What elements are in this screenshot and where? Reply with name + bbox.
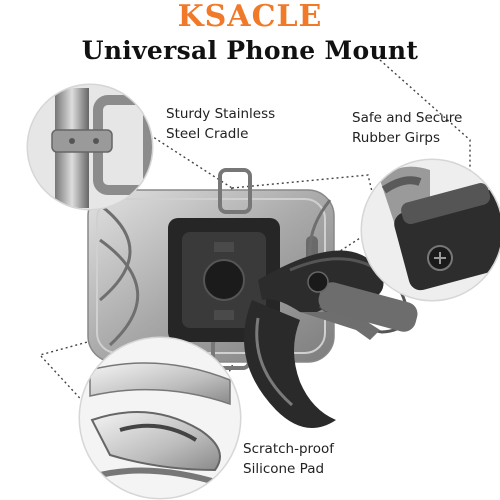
rubber-grip-closeup bbox=[360, 158, 500, 302]
callout-rubber: Safe and Secure Rubber Girps bbox=[352, 108, 462, 148]
callout-rubber-line1: Safe and Secure bbox=[352, 110, 463, 126]
callout-pad-line2: Silicone Pad bbox=[243, 461, 325, 477]
callout-rubber-line2: Rubber Girps bbox=[352, 130, 440, 146]
silicone-pad-closeup bbox=[78, 336, 242, 500]
brand-title: KSACLE bbox=[177, 0, 323, 34]
callout-cradle: Sturdy Stainless Steel Cradle bbox=[166, 104, 275, 144]
callout-cradle-line2: Steel Cradle bbox=[166, 126, 249, 142]
handlebar-clamp bbox=[244, 250, 418, 428]
callout-pad-line1: Scratch-proof bbox=[243, 441, 335, 457]
callout-cradle-line1: Sturdy Stainless bbox=[166, 106, 276, 122]
callout-pad: Scratch-proof Silicone Pad bbox=[243, 439, 334, 479]
product-headline: Universal Phone Mount bbox=[81, 36, 419, 65]
cradle-closeup bbox=[26, 83, 154, 211]
